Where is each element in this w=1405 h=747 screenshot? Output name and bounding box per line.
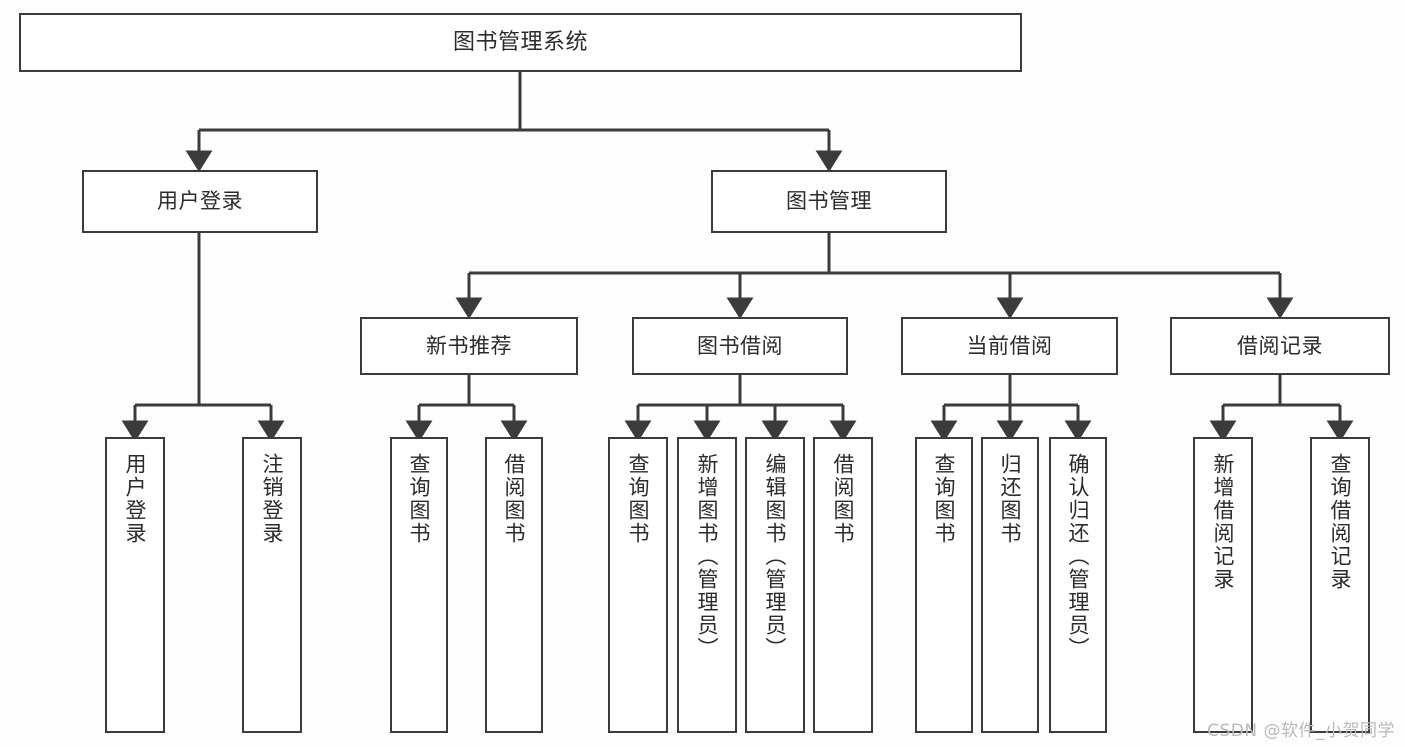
node-label: 查询图书 <box>626 453 651 545</box>
leaf-current-return-book[interactable]: 归还图书 <box>981 437 1039 733</box>
leaf-borrow-borrow-book[interactable]: 借阅图书 <box>813 437 873 733</box>
node-label: 编辑图书（管理员） <box>763 453 788 660</box>
leaf-borrow-query-book[interactable]: 查询图书 <box>608 437 668 733</box>
node-label: 图书管理 <box>786 189 872 214</box>
node-label: 图书管理系统 <box>452 29 588 55</box>
node-label: 用户登录 <box>123 453 148 545</box>
leaf-current-query-book[interactable]: 查询图书 <box>915 437 973 733</box>
node-label: 用户登录 <box>157 189 243 214</box>
node-root-system[interactable]: 图书管理系统 <box>19 13 1022 72</box>
node-label: 查询图书 <box>407 453 432 545</box>
node-book-borrow[interactable]: 图书借阅 <box>632 317 848 375</box>
leaf-recommend-query-book[interactable]: 查询图书 <box>390 437 448 733</box>
node-label: 借阅图书 <box>502 453 527 545</box>
watermark-text: CSDN @软件_小贺同学 <box>1207 721 1395 741</box>
node-user-login[interactable]: 用户登录 <box>82 170 318 233</box>
node-label: 图书借阅 <box>697 333 783 358</box>
node-new-book-recommend[interactable]: 新书推荐 <box>360 317 578 375</box>
leaf-record-query-record[interactable]: 查询借阅记录 <box>1310 437 1370 733</box>
leaf-user-login[interactable]: 用户登录 <box>105 437 165 733</box>
node-label: 确认归还（管理员） <box>1066 453 1091 660</box>
leaf-current-confirm-return-admin[interactable]: 确认归还（管理员） <box>1049 437 1107 733</box>
leaf-recommend-borrow-book[interactable]: 借阅图书 <box>485 437 543 733</box>
node-label: 借阅记录 <box>1237 333 1323 358</box>
node-label: 当前借阅 <box>966 333 1053 358</box>
node-label: 新增借阅记录 <box>1211 453 1236 591</box>
leaf-logout[interactable]: 注销登录 <box>242 437 302 733</box>
node-current-borrow[interactable]: 当前借阅 <box>901 317 1118 375</box>
node-label: 新书推荐 <box>426 333 512 358</box>
node-label: 新增图书（管理员） <box>695 453 720 660</box>
leaf-borrow-edit-book-admin[interactable]: 编辑图书（管理员） <box>745 437 805 733</box>
node-label: 注销登录 <box>260 453 285 545</box>
leaf-record-add-record[interactable]: 新增借阅记录 <box>1193 437 1253 733</box>
node-label: 查询借阅记录 <box>1328 453 1353 591</box>
leaf-borrow-add-book-admin[interactable]: 新增图书（管理员） <box>677 437 737 733</box>
node-borrow-record[interactable]: 借阅记录 <box>1170 317 1390 375</box>
node-label: 查询图书 <box>932 453 957 545</box>
node-label: 归还图书 <box>998 453 1023 545</box>
node-book-management[interactable]: 图书管理 <box>711 170 947 233</box>
node-label: 借阅图书 <box>831 453 856 545</box>
